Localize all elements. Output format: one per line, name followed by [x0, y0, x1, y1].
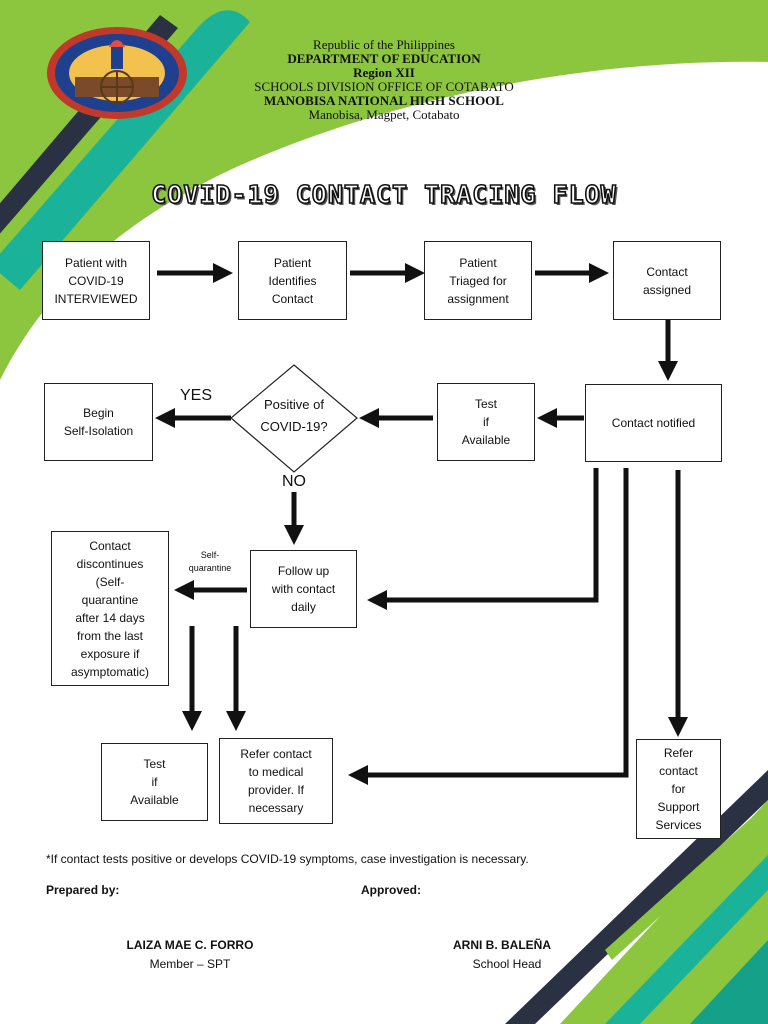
box-text: Test: [474, 397, 497, 411]
box-text: Patient: [273, 255, 312, 270]
header-region: Region XII: [353, 65, 415, 80]
prepared-by-label: Prepared by:: [46, 883, 120, 897]
header-school: MANOBISA NATIONAL HIGH SCHOOL: [264, 93, 504, 108]
box-contact-assigned: Contact assigned: [613, 241, 721, 320]
preparer-role: Member – SPT: [149, 957, 231, 971]
box-text: with contact: [271, 582, 336, 596]
box-triaged: Patient Triaged for assignment: [424, 241, 532, 320]
box-text: Support: [657, 800, 700, 814]
box-text: Self-Isolation: [63, 424, 134, 438]
box-self-isolation: Begin Self-Isolation: [44, 383, 153, 461]
box-text: Patient: [459, 255, 497, 270]
no-label: NO: [282, 473, 306, 490]
decision-text: Positive of COVID-19?: [240, 394, 348, 438]
box-text: (Self-: [95, 574, 125, 589]
box-text: Contact: [271, 291, 314, 306]
box-refer-medical: Refer contact to medical provider. If ne…: [219, 738, 333, 824]
decision-line: Positive of: [264, 397, 324, 412]
box-text: Refer: [663, 746, 694, 760]
box-text: Follow up: [277, 564, 330, 578]
box-refer-support: Refer contact for Support Services: [636, 739, 721, 839]
box-text: necessary: [248, 801, 304, 815]
page-title: COVID-19 CONTACT TRACING FLOW: [150, 179, 617, 210]
box-text: provider. If: [247, 783, 305, 797]
self-quarantine-label: Self- quarantine: [178, 549, 242, 575]
box-text: Patient with: [64, 255, 128, 270]
box-text: from the last: [76, 628, 144, 643]
box-text: exposure if: [80, 646, 140, 661]
box-text: for: [671, 782, 686, 796]
box-patient-interviewed: Patient with COVID-19 INTERVIEWED: [42, 241, 150, 320]
box-text: COVID-19: [68, 273, 124, 288]
box-text: Test: [143, 757, 166, 771]
header-address: Manobisa, Magpet, Cotabato: [308, 107, 460, 122]
box-text: discontinues: [76, 556, 144, 571]
header-block: Republic of the Philippines DEPARTMENT O…: [180, 38, 588, 122]
box-contact-notified: Contact notified: [585, 384, 722, 462]
box-text: Contact: [646, 264, 688, 279]
box-text: Services: [655, 818, 702, 832]
box-text: Triaged for: [449, 273, 507, 288]
box-text: assignment: [447, 291, 509, 306]
header-division: SCHOOLS DIVISION OFFICE OF COTABATO: [254, 79, 514, 94]
approver-name: ARNI B. BALEÑA: [453, 938, 551, 952]
school-seal-icon: [47, 27, 187, 119]
box-identifies-contact: Patient Identifies Contact: [238, 241, 347, 320]
preparer-name: LAIZA MAE C. FORRO: [126, 938, 254, 952]
header-department: DEPARTMENT OF EDUCATION: [287, 51, 481, 66]
box-follow-up: Follow up with contact daily: [250, 550, 357, 628]
approved-label: Approved:: [361, 883, 421, 897]
footnote: *If contact tests positive or develops C…: [46, 852, 529, 866]
box-text: if: [151, 775, 158, 789]
box-text: Contact: [89, 538, 131, 553]
school-logo: [45, 25, 189, 121]
box-text: Contact notified: [611, 416, 696, 430]
box-text: quarantine: [81, 592, 139, 607]
box-contact-discontinues: Contact discontinues (Self- quarantine a…: [51, 531, 169, 686]
box-text: daily: [291, 600, 316, 614]
yes-label: YES: [180, 387, 213, 404]
box-text: if: [482, 415, 489, 429]
approver-role: School Head: [472, 957, 542, 971]
box-text: Identifies: [268, 273, 317, 288]
box-text: Available: [461, 433, 511, 447]
box-text: after 14 days: [75, 610, 145, 625]
box-text: asymptomatic): [70, 664, 150, 679]
box-text: assigned: [642, 282, 692, 297]
box-text: contact: [659, 764, 698, 778]
box-text: INTERVIEWED: [54, 291, 138, 306]
box-test-if-available-1: Test if Available: [437, 383, 535, 461]
decision-line: COVID-19?: [260, 419, 328, 434]
box-text: Refer contact: [240, 747, 312, 761]
box-text: to medical: [248, 765, 304, 779]
decision-diamond: [230, 364, 358, 473]
label-line: Self-: [200, 550, 220, 560]
box-text: Begin: [83, 406, 114, 420]
header-republic: Republic of the Philippines: [313, 37, 455, 52]
label-line: quarantine: [188, 563, 232, 573]
box-test-if-available-2: Test if Available: [101, 743, 208, 821]
box-text: Available: [130, 793, 179, 807]
